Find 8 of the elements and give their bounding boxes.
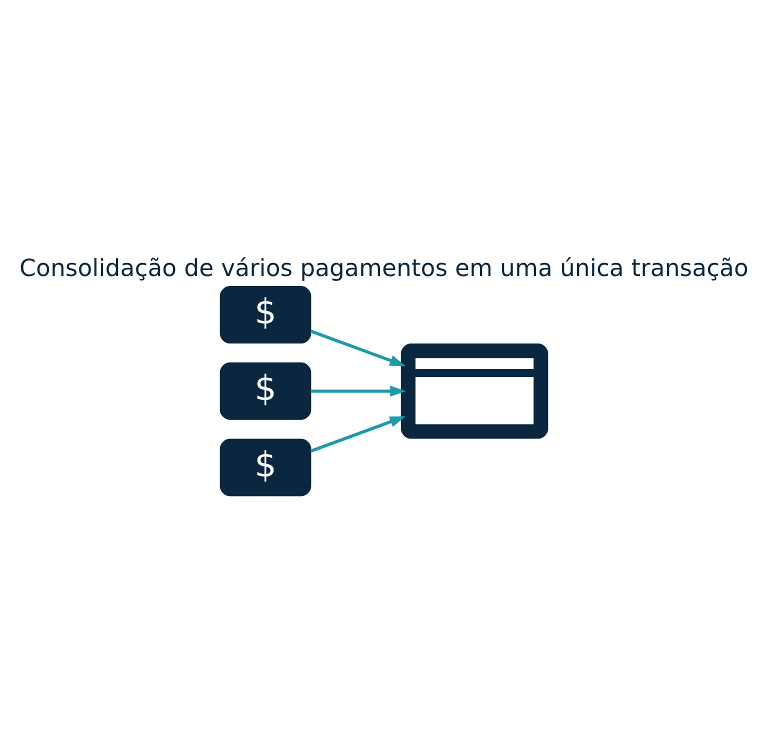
node-box: $ [220, 286, 312, 343]
arrow [310, 385, 406, 396]
arrow [310, 416, 406, 452]
node-box: $ [220, 438, 312, 496]
node-box [400, 343, 548, 438]
node-box: $ [220, 362, 312, 420]
arrow [310, 329, 406, 366]
diagram-title: Consolidação de vários pagamentos em uma única transação [20, 254, 748, 282]
